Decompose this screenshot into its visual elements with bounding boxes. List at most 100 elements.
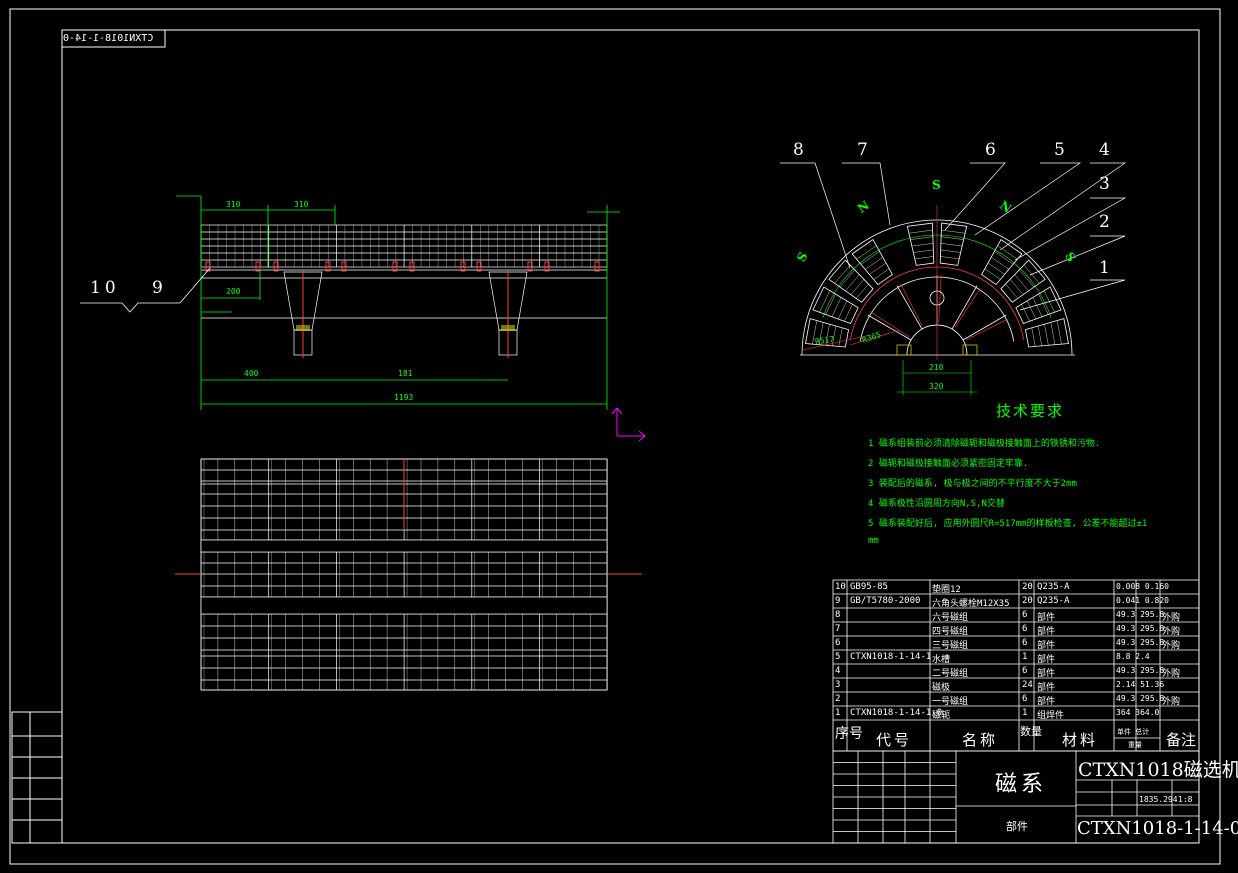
bom-no: 1 <box>835 708 841 718</box>
balloon-2: 2 <box>1099 212 1110 232</box>
ucs-icon <box>611 407 646 442</box>
title-block <box>832 750 1200 844</box>
bom-header-code: 代号 <box>876 731 913 749</box>
magnet-line <box>856 245 877 260</box>
bom-name: 一号磁组 <box>932 697 969 707</box>
bolt <box>409 261 415 272</box>
dim-text: 181 <box>398 369 413 378</box>
bom-qty: 6 <box>1022 666 1028 676</box>
magnet-line <box>994 251 1014 265</box>
bom-qty: 20 <box>1022 582 1033 592</box>
balloon-5: 5 <box>1054 140 1065 160</box>
dim-line <box>849 329 901 346</box>
tech-title: 技术要求 <box>996 402 1065 420</box>
dim-text: 210 <box>929 363 944 372</box>
magnet-line <box>856 283 869 299</box>
magnet-line <box>812 320 818 345</box>
balloon-1: 1 <box>1099 258 1110 278</box>
magnet-line <box>819 290 831 313</box>
magnet-line <box>910 236 933 240</box>
magnet-line <box>987 262 1005 275</box>
magnet-line <box>1038 293 1049 315</box>
magnet-line <box>941 229 966 234</box>
side-view <box>780 162 1127 395</box>
rib <box>896 285 923 330</box>
balloon-3: 3 <box>1099 174 1110 194</box>
magnet-line <box>1032 297 1043 317</box>
part-name: 磁系 <box>995 772 1048 797</box>
product-name: CTXN1018磁选机 <box>1078 759 1238 781</box>
dim-text: 310 <box>294 200 309 209</box>
bolt <box>527 261 533 272</box>
mount <box>962 344 978 356</box>
plan-centerlines <box>175 459 642 575</box>
magnet-line <box>860 251 880 265</box>
bom-name: 四号磁组 <box>932 627 969 637</box>
pole-label: S <box>932 178 941 192</box>
drawing-number: CTXN1018-1-14-0 <box>1077 818 1238 839</box>
bom-name: 磁极 <box>932 683 951 693</box>
bom-weight: 49.3 295.8 <box>1116 624 1165 633</box>
magnet-block <box>805 318 850 348</box>
balloon-8: 8 <box>793 140 804 160</box>
balloon-7: 7 <box>857 140 868 160</box>
magnet-line <box>1019 269 1035 288</box>
tech-req: 3 装配后的磁系, 极与极之间的不平行度不大于2mm <box>868 479 1077 489</box>
magnet-line <box>991 257 1009 270</box>
bom-no: 7 <box>835 624 841 634</box>
bom-no: 9 <box>835 596 841 606</box>
bom-weight: 8.8 2.4 <box>1116 652 1150 661</box>
rib <box>938 275 942 323</box>
front-view <box>200 224 608 356</box>
magnet-line <box>941 236 964 240</box>
magnet-line <box>1026 300 1037 320</box>
balloon-leader <box>1029 235 1126 276</box>
bolt <box>255 261 261 272</box>
bom-name: 六号磁组 <box>932 613 969 623</box>
bom-name: 二号磁组 <box>932 669 969 679</box>
magnet-line <box>869 262 887 275</box>
magnet-line <box>844 304 853 322</box>
tech-req: 1 磁系组装前必须清除磁轭和磁极接触面上的铁锈和污物. <box>868 439 1101 449</box>
bom-material: 部件 <box>1037 627 1056 637</box>
bolt <box>460 261 466 272</box>
bom-header-weight: 单件 总计 <box>1117 728 1150 736</box>
magnet-block <box>1024 318 1069 348</box>
rib <box>900 283 923 326</box>
bom-header-weight-sub: 重量 <box>1128 741 1142 749</box>
magnet-line <box>1037 325 1042 346</box>
bom-table <box>832 579 1200 752</box>
front-dims <box>176 195 620 410</box>
magnet-line <box>984 268 1001 280</box>
rib <box>867 314 912 341</box>
magnet-line <box>1056 320 1062 345</box>
magnet-block <box>939 222 968 266</box>
bom-header-material: 材料 <box>1062 731 1099 749</box>
magnet-line <box>1005 283 1018 299</box>
dim-text: 1193 <box>394 393 414 402</box>
bom-name: 三号磁组 <box>932 641 969 651</box>
rib <box>951 285 978 330</box>
balloon-leader <box>780 162 851 269</box>
balloon-4: 4 <box>1099 140 1110 160</box>
bom-qty: 6 <box>1022 694 1028 704</box>
bom-material: 部件 <box>1037 613 1056 623</box>
magnet-line <box>818 322 824 345</box>
bom-material: 部件 <box>1037 655 1056 665</box>
balloon-leader <box>999 162 1127 251</box>
magnet-line <box>873 268 890 280</box>
magnet-line <box>838 327 843 347</box>
bom-no: 8 <box>835 610 841 620</box>
bom-note: 外购 <box>1162 641 1181 651</box>
bom-qty: 6 <box>1022 610 1028 620</box>
balloon-leader <box>974 162 1082 236</box>
magnet-line <box>834 264 851 284</box>
front-bolts <box>205 261 600 272</box>
bom-weight: 0.008 0.160 <box>1116 582 1169 591</box>
leader-10-9 <box>80 267 211 313</box>
bom-note: 外购 <box>1162 613 1181 623</box>
magnet-block <box>851 238 893 286</box>
tech-req: 5 磁系装配好后, 应用外圆尺R=517mm的样板检查, 公差不能超过±1 <box>868 519 1148 529</box>
mount <box>896 344 912 356</box>
